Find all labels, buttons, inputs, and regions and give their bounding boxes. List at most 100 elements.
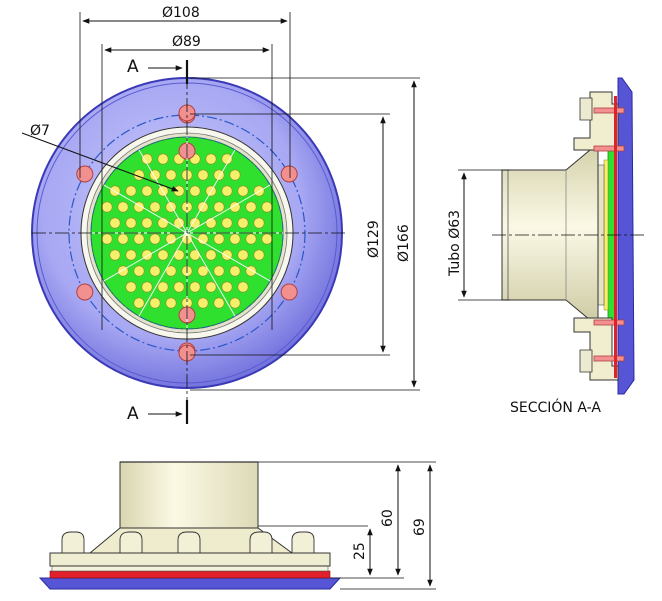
section-label-top: A bbox=[127, 57, 139, 77]
dim-166: Ø166 bbox=[190, 77, 420, 391]
grate-hole bbox=[173, 185, 185, 197]
grate-hole bbox=[133, 265, 145, 277]
grate-hole bbox=[197, 297, 209, 309]
side-boss bbox=[177, 531, 201, 554]
grate-hole bbox=[141, 217, 153, 229]
side-boss bbox=[249, 531, 273, 554]
grate-hole bbox=[165, 265, 177, 277]
dim-7-label: Ø7 bbox=[30, 123, 50, 139]
grate-hole bbox=[157, 281, 169, 293]
dim-60-label: 60 bbox=[380, 509, 396, 527]
grate-hole bbox=[117, 201, 129, 213]
side-bosses bbox=[61, 531, 315, 554]
grate-hole bbox=[221, 217, 233, 229]
section-mark-bottom: A bbox=[127, 400, 189, 424]
grate-hole bbox=[253, 249, 265, 261]
section-label-bottom: A bbox=[127, 404, 139, 424]
grate-hole bbox=[125, 281, 137, 293]
grate-hole bbox=[141, 153, 153, 165]
grate-hole bbox=[133, 201, 145, 213]
side-boss bbox=[61, 531, 85, 554]
side-view bbox=[38, 461, 342, 590]
grate-hole bbox=[237, 217, 249, 229]
bolt-hole bbox=[76, 283, 94, 301]
grate-hole bbox=[197, 169, 209, 181]
side-boss bbox=[291, 531, 315, 554]
section-mark-top: A bbox=[127, 57, 189, 84]
bolt-hole bbox=[280, 283, 298, 301]
dim-108: Ø108 bbox=[79, 5, 291, 178]
side-dims: 25 60 69 bbox=[258, 461, 436, 590]
grate-hole bbox=[125, 249, 137, 261]
grate-hole bbox=[245, 233, 257, 245]
bolt-hole bbox=[280, 165, 298, 183]
dim-tubo-63: Tubo Ø63 bbox=[447, 169, 510, 301]
grate-holes bbox=[101, 153, 273, 309]
grate-hole bbox=[117, 233, 129, 245]
grate-hole bbox=[213, 297, 225, 309]
grate-hole bbox=[253, 217, 265, 229]
bolt-hole bbox=[76, 165, 94, 183]
dim-129-label: Ø129 bbox=[366, 220, 382, 258]
grate-hole bbox=[237, 249, 249, 261]
grate-hole bbox=[149, 265, 161, 277]
grate-hole bbox=[261, 233, 273, 245]
grate-hole bbox=[141, 185, 153, 197]
dim-166-label: Ø166 bbox=[396, 224, 412, 262]
grate-hole bbox=[173, 281, 185, 293]
grate-hole bbox=[189, 185, 201, 197]
bolts bbox=[76, 104, 298, 362]
grate-hole bbox=[213, 201, 225, 213]
dim-108-label: Ø108 bbox=[162, 5, 200, 21]
grate-hole bbox=[173, 249, 185, 261]
grate-hole bbox=[229, 233, 241, 245]
grate-hole bbox=[109, 249, 121, 261]
grate-hole bbox=[229, 169, 241, 181]
grate-hole bbox=[213, 233, 225, 245]
dim-89-label: Ø89 bbox=[172, 34, 201, 50]
section-title: SECCIÓN A-A bbox=[510, 398, 601, 416]
grate-hole bbox=[189, 281, 201, 293]
grate-hole bbox=[157, 249, 169, 261]
grate-hole bbox=[197, 201, 209, 213]
dim-7: Ø7 bbox=[21, 123, 179, 192]
grate-hole bbox=[221, 281, 233, 293]
grate-hole bbox=[149, 201, 161, 213]
dim-129: Ø129 bbox=[190, 113, 390, 356]
grate-hole bbox=[205, 281, 217, 293]
section-view bbox=[492, 77, 645, 395]
grate-hole bbox=[133, 233, 145, 245]
grate-hole bbox=[237, 185, 249, 197]
grate-hole bbox=[237, 281, 249, 293]
grate-hole bbox=[221, 185, 233, 197]
grate-hole bbox=[245, 201, 257, 213]
grate-hole bbox=[109, 217, 121, 229]
grate-hole bbox=[101, 233, 113, 245]
grate-hole bbox=[133, 297, 145, 309]
grate-hole bbox=[221, 153, 233, 165]
dim-69-label: 69 bbox=[412, 518, 428, 536]
grate-hole bbox=[125, 185, 137, 197]
grate-hole bbox=[149, 233, 161, 245]
grate-hole bbox=[197, 265, 209, 277]
grate-hole bbox=[125, 217, 137, 229]
side-boss bbox=[119, 531, 143, 554]
dim-25-label: 25 bbox=[352, 542, 368, 560]
grate-hole bbox=[149, 297, 161, 309]
grate-hole bbox=[229, 297, 241, 309]
grate-hole bbox=[141, 281, 153, 293]
dim-tubo-63-label: Tubo Ø63 bbox=[447, 210, 463, 277]
grate-hole bbox=[205, 249, 217, 261]
grate-hole bbox=[189, 249, 201, 261]
grate-hole bbox=[157, 153, 169, 165]
grate-hole bbox=[261, 201, 273, 213]
dim-89: Ø89 bbox=[101, 34, 273, 330]
grate-hole bbox=[205, 153, 217, 165]
grate-hole bbox=[229, 265, 241, 277]
grate-hole bbox=[165, 169, 177, 181]
grate-hole bbox=[229, 201, 241, 213]
grate-hole bbox=[165, 297, 177, 309]
grate-hole bbox=[101, 201, 113, 213]
grate-hole bbox=[213, 265, 225, 277]
